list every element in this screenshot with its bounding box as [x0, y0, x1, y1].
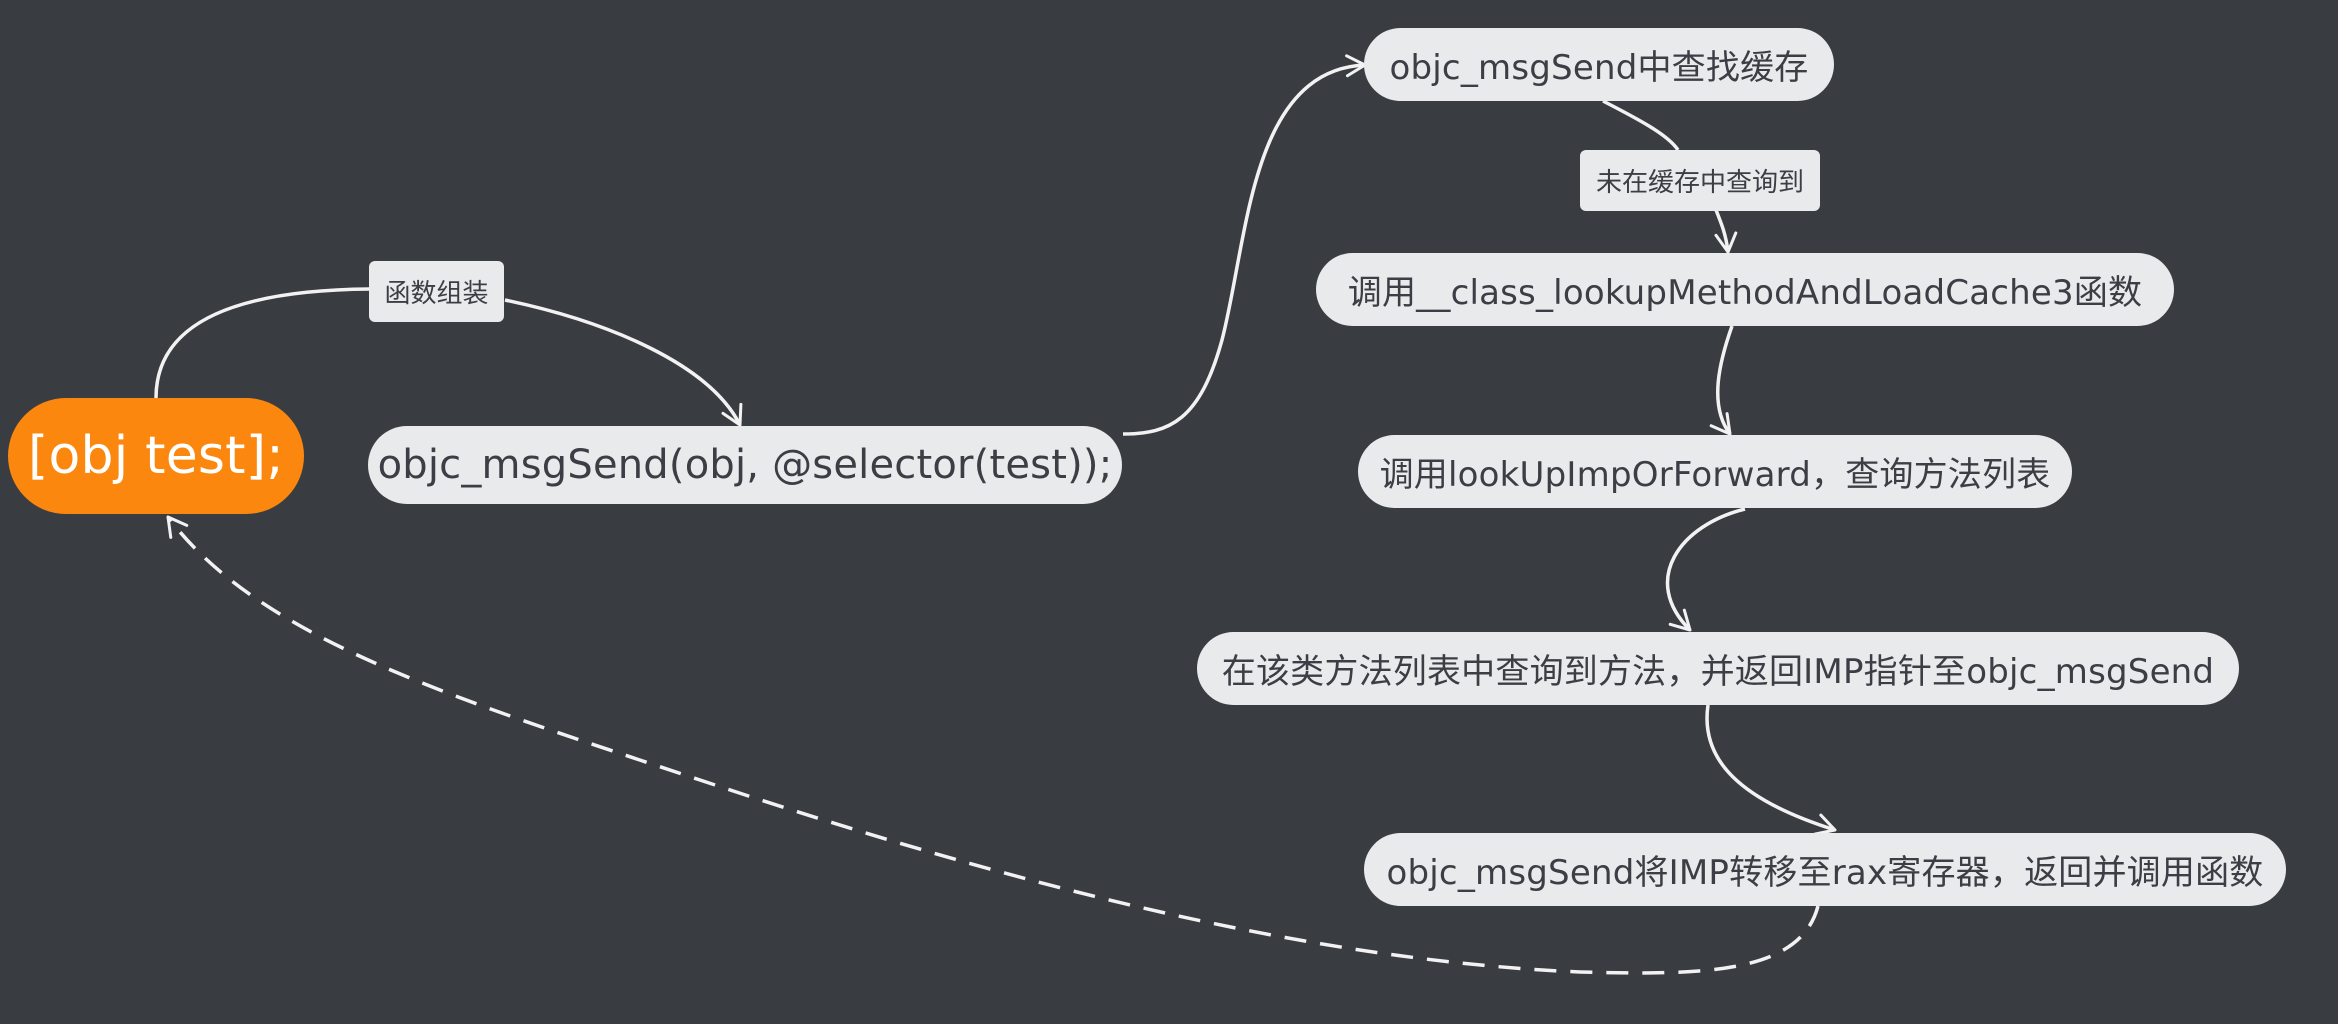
- connector-cache-to-miss-label: [1602, 99, 1680, 152]
- root-node[interactable]: [obj test];: [8, 398, 304, 514]
- msgsend-call-node[interactable]: objc_msgSend(obj, @selector(test));: [368, 426, 1122, 504]
- connector-found-to-moveimp: [1705, 704, 1837, 836]
- lookup-imp-or-forward-node[interactable]: 调用lookUpImpOrForward，查询方法列表: [1358, 435, 2072, 508]
- connector-msgsend-to-cache: [1122, 54, 1367, 436]
- connector-cache3-to-forward: [1709, 325, 1734, 436]
- connector-return-dashed: [166, 515, 1820, 975]
- connector-miss-to-cache3: [1714, 209, 1738, 254]
- connector-root-to-assemble-label: [154, 287, 371, 399]
- lookup-cache3-node[interactable]: 调用__class_lookupMethodAndLoadCache3函数: [1316, 253, 2174, 326]
- connector-forward-to-found: [1665, 507, 1746, 632]
- move-imp-node[interactable]: objc_msgSend将IMP转移至rax寄存器，返回并调用函数: [1364, 833, 2286, 906]
- found-method-node[interactable]: 在该类方法列表中查询到方法，并返回IMP指针至objc_msgSend: [1197, 632, 2239, 705]
- cache-lookup-node[interactable]: objc_msgSend中查找缓存: [1364, 28, 1834, 101]
- connector-assemble-to-msgsend: [504, 298, 743, 427]
- assemble-edge-label: 函数组装: [369, 261, 504, 322]
- cache-miss-edge-label: 未在缓存中查询到: [1580, 150, 1820, 211]
